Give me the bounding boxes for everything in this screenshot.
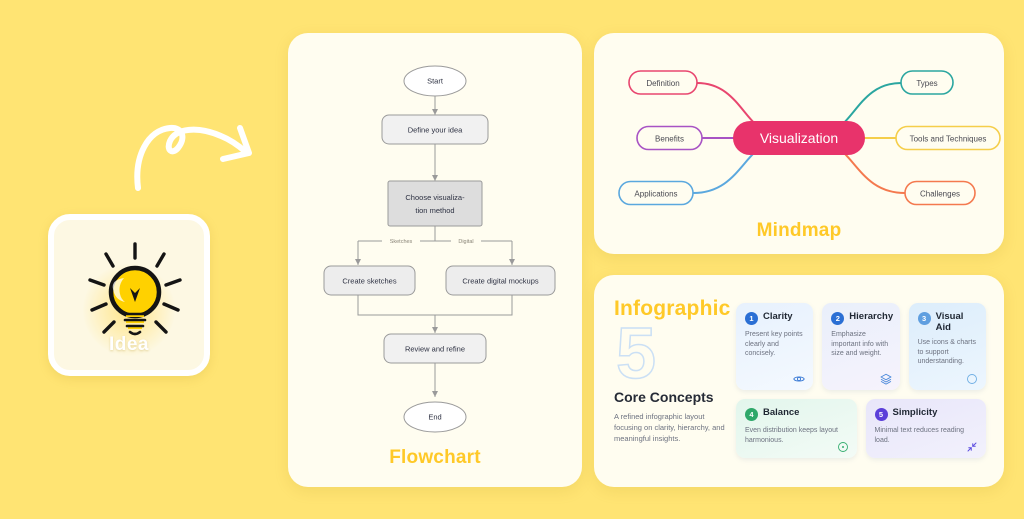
mindmap-node-applications[interactable]: Applications (618, 180, 694, 206)
core-concepts-heading: Core Concepts (614, 389, 714, 405)
flow-edge-label-left: Sketches (390, 239, 413, 245)
flow-node-start-label: Start (427, 77, 444, 86)
lightbulb-icon (54, 240, 204, 350)
card-badge-number: 3 (917, 312, 931, 325)
card-description: Emphasize important info with size and w… (831, 331, 889, 357)
mindmap-node-challenges[interactable]: Challenges (904, 180, 976, 206)
card-title: Hierarchy (849, 311, 894, 322)
flow-node-review[interactable]: Review and refine (383, 333, 487, 364)
card-badge-number: 4 (745, 408, 758, 421)
flow-node-define[interactable]: Define your idea (381, 114, 489, 145)
flow-node-sketches[interactable]: Create sketches (323, 265, 416, 296)
mindmap-node-types[interactable]: Types (900, 70, 954, 95)
infographic-summary: 5 Core Concepts A refined infographic la… (614, 314, 734, 444)
card-description: Present key points clearly and concisely… (745, 331, 803, 357)
target-icon (837, 440, 849, 452)
curvy-arrow-icon (126, 104, 276, 196)
flow-node-define-label: Define your idea (408, 126, 463, 135)
flow-node-mockups-label: Create digital mockups (462, 277, 539, 286)
card-title: Simplicity (892, 407, 938, 418)
eye-icon (793, 372, 806, 384)
circle-icon (966, 372, 978, 384)
flow-node-choose[interactable]: Choose visualiza- tion method (387, 180, 483, 227)
card-badge-number: 5 (874, 408, 888, 421)
idea-card[interactable]: Idea (48, 214, 210, 376)
card-description: Minimal text reduces reading load. (874, 427, 965, 444)
mindmap-node-applications-label: Applications (634, 190, 677, 199)
card-head: 1 Clarity (745, 311, 804, 325)
core-concepts-description: A refined infographic layout focusing on… (614, 412, 725, 443)
flow-node-choose-label: Choose visualiza- (405, 193, 465, 202)
idea-card-label: Idea (108, 334, 150, 355)
mindmap-panel[interactable]: Definition Benefits Applications Types T… (594, 33, 1004, 254)
big-number: 5 (615, 314, 657, 394)
card-head: 5 Simplicity (874, 407, 978, 421)
concept-card-hierarchy[interactable]: 2 Hierarchy Emphasize important info wit… (822, 303, 900, 390)
flowchart-panel[interactable]: Start Define your idea Choose visualiza-… (288, 33, 582, 487)
card-description: Use icons & charts to support understand… (917, 339, 976, 365)
flowchart-diagram: Start Define your idea Choose visualiza-… (323, 65, 556, 433)
flow-node-mockups[interactable]: Create digital mockups (445, 265, 556, 296)
mindmap-center-node[interactable]: Visualization (733, 121, 865, 155)
flow-edge-label-right: Digital (458, 239, 473, 245)
mindmap-title: Mindmap (756, 220, 842, 241)
card-head: 3 Visual Aid (917, 311, 977, 333)
card-title: Balance (763, 407, 800, 418)
flow-node-review-label: Review and refine (405, 345, 465, 354)
mindmap-node-definition[interactable]: Definition (628, 70, 698, 95)
concept-card-clarity[interactable]: 1 Clarity Present key points clearly and… (736, 303, 814, 390)
flow-node-end-label: End (428, 413, 441, 422)
layers-icon (880, 372, 892, 385)
mindmap-center-label: Visualization (760, 130, 838, 146)
card-badge-number: 1 (745, 312, 758, 325)
flow-node-start[interactable]: Start (403, 65, 467, 97)
concept-cards-grid: 1 Clarity Present key points clearly and… (736, 303, 986, 458)
card-title: Clarity (763, 311, 793, 322)
mindmap-node-tools-label: Tools and Techniques (910, 135, 987, 144)
infographic-title: Infographic (614, 297, 731, 320)
card-description: Even distribution keeps layout harmoniou… (745, 427, 838, 444)
card-head: 2 Hierarchy (831, 311, 894, 325)
flow-node-end[interactable]: End (403, 401, 467, 433)
mindmap-node-definition-label: Definition (646, 79, 679, 88)
flowchart-title: Flowchart (389, 447, 481, 468)
minimize-icon (966, 440, 978, 452)
mindmap-diagram: Definition Benefits Applications Types T… (618, 70, 1001, 206)
flow-node-choose-label2: tion method (415, 206, 454, 215)
card-title: Visual Aid (935, 311, 964, 333)
mindmap-node-challenges-label: Challenges (920, 190, 960, 199)
flow-node-sketches-label: Create sketches (342, 277, 396, 286)
concept-card-simplicity[interactable]: 5 Simplicity Minimal text reduces readin… (865, 399, 986, 458)
mindmap-node-types-label: Types (916, 79, 937, 88)
concept-card-visual-aid[interactable]: 3 Visual Aid Use icons & charts to suppo… (908, 303, 986, 390)
mindmap-node-benefits[interactable]: Benefits (636, 125, 703, 151)
card-badge-number: 2 (831, 312, 845, 325)
mindmap-node-benefits-label: Benefits (655, 135, 684, 144)
card-head: 4 Balance (745, 407, 848, 421)
infographic-panel[interactable]: Infographic 5 Core Concepts A refined in… (594, 275, 1004, 487)
concept-card-balance[interactable]: 4 Balance Even distribution keeps layout… (736, 399, 857, 458)
mindmap-node-tools[interactable]: Tools and Techniques (895, 125, 1001, 151)
